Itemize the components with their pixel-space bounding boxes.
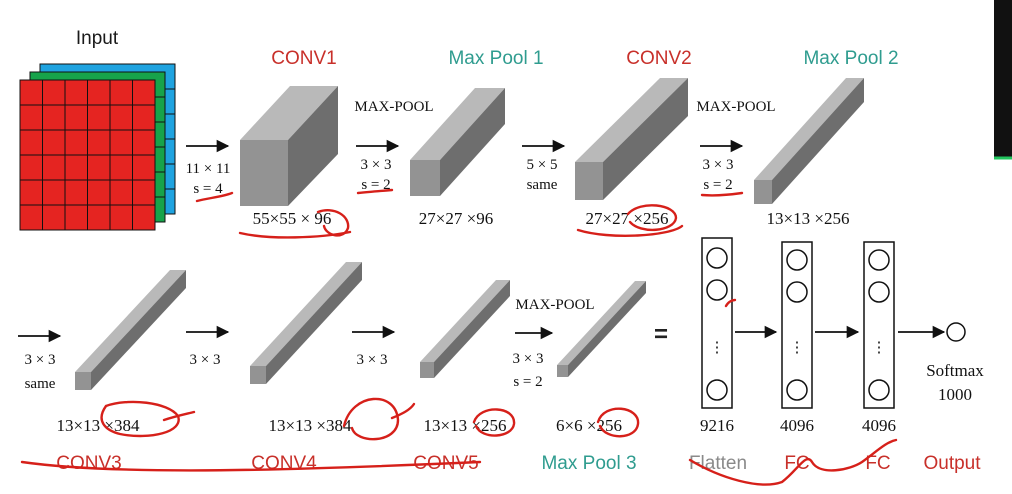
fc1-column [781,241,813,409]
conv2-title: CONV2 [626,48,691,69]
dim-conv2: 27×27 ×256 [586,209,669,228]
conv5-block [420,280,510,378]
input-title: Input [76,28,119,49]
dim-pool2: 13×13 ×256 [767,209,850,228]
op-conv3-kernel: 3 × 3 [25,352,56,368]
conv1-block [240,86,338,206]
maxpool1-title: Max Pool 1 [448,48,543,69]
op-pool1-kernel: 3 × 3 [361,157,392,173]
op-conv2-padding: same [527,177,558,193]
flatten-dots: ⋮ [710,340,725,356]
flatten-column [701,237,733,409]
conv2-block [575,78,688,200]
op-pool3-title: MAX-POOL [515,297,594,313]
conv4-title: CONV4 [251,453,317,474]
softmax-size: 1000 [938,385,972,404]
maxpool2-block [754,78,864,204]
conv3-title: CONV3 [56,453,121,474]
equals-sign: = [654,321,668,348]
output-title: Output [923,453,981,474]
fc1-dots: ⋮ [790,340,805,356]
maxpool3-block [557,281,646,377]
maxpool3-title: Max Pool 3 [541,453,636,474]
maxpool1-block [410,88,505,196]
maxpool2-title: Max Pool 2 [803,48,898,69]
op-conv1-stride: s = 4 [193,181,223,197]
dim-conv5: 13×13 ×256 [424,416,507,435]
op-pool2-stride: s = 2 [703,177,732,193]
op-pool1-title: MAX-POOL [354,99,433,115]
edge-panel [994,0,1012,158]
op-conv1-kernel: 11 × 11 [186,161,231,177]
fc1-size: 4096 [780,416,814,435]
dim-pool1: 27×27 ×96 [419,209,493,228]
dim-conv1: 55×55 × 96 [253,209,332,228]
fc2-size: 4096 [862,416,896,435]
op-pool2-title: MAX-POOL [696,99,775,115]
flatten-size: 9216 [700,416,734,435]
fc1-title: FC [784,453,809,474]
op-pool2-kernel: 3 × 3 [703,157,734,173]
softmax-label: Softmax [926,361,984,380]
dim-conv4: 13×13 ×384 [269,416,352,435]
conv4-block [250,262,362,384]
input-volume [19,63,176,231]
softmax-node [946,322,966,342]
red-ink-annotations [20,188,898,486]
fc2-title: FC [865,453,890,474]
fc2-dots: ⋮ [872,340,887,356]
dim-pool3: 6×6 ×256 [556,416,622,435]
op-conv4-kernel: 3 × 3 [190,352,221,368]
op-conv5-kernel: 3 × 3 [357,352,388,368]
op-pool3-stride: s = 2 [513,374,542,390]
op-pool1-stride: s = 2 [361,177,390,193]
dim-conv3: 13×13 ×384 [57,416,140,435]
fc2-column [863,241,895,409]
op-conv3-padding: same [25,376,56,392]
conv3-block [75,270,186,390]
conv1-title: CONV1 [271,48,336,69]
op-conv2-kernel: 5 × 5 [527,157,558,173]
op-pool3-kernel: 3 × 3 [513,351,544,367]
flatten-title: Flatten [689,453,747,474]
